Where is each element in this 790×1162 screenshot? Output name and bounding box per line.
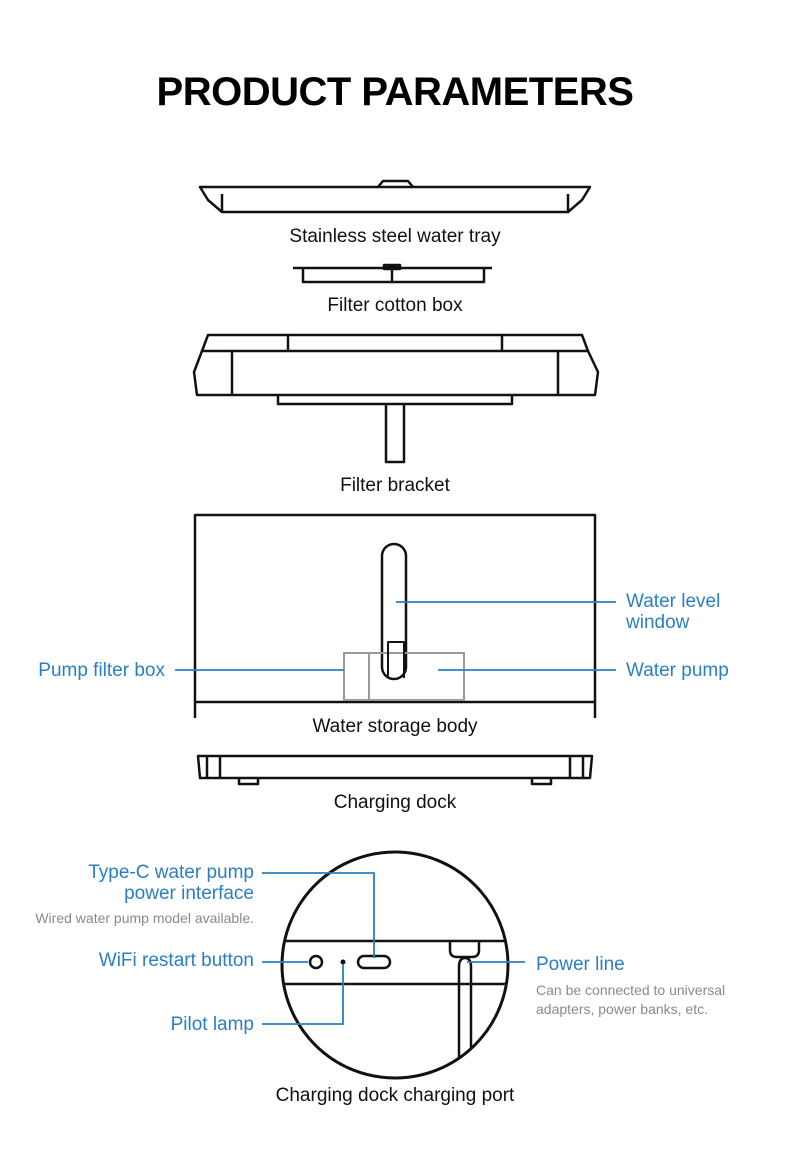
caption-water-storage-body: Water storage body	[312, 716, 478, 737]
caption-charging-dock: Charging dock	[333, 792, 457, 813]
label-typec-line1: Type-C water pump	[88, 862, 254, 883]
label-pump-filter-box: Pump filter box	[38, 660, 165, 681]
label-pilot-lamp: Pilot lamp	[170, 1014, 254, 1035]
label-water-pump: Water pump	[626, 660, 729, 681]
pilot-lamp-dot	[340, 959, 346, 965]
note-power-line-1: Can be connected to universal	[536, 982, 726, 998]
note-power-line-2: adapters, power banks, etc.	[536, 1001, 708, 1017]
water-tray-drawing	[198, 179, 592, 214]
caption-filter-bracket: Filter bracket	[340, 475, 450, 496]
charging-port-detail	[280, 850, 510, 1080]
water-storage-body-drawing	[193, 513, 597, 718]
label-wifi-restart-button: WiFi restart button	[98, 950, 254, 971]
label-power-line: Power line	[536, 954, 625, 975]
caption-water-tray: Stainless steel water tray	[289, 226, 501, 247]
filter-cotton-box-drawing	[293, 263, 492, 284]
charging-dock-drawing	[196, 754, 594, 786]
label-water-level-line2: window	[626, 612, 690, 633]
caption-charging-port: Charging dock charging port	[275, 1085, 515, 1106]
callout-leaders	[175, 601, 616, 1025]
filter-bracket-drawing	[192, 333, 600, 464]
caption-filter-cotton-box: Filter cotton box	[327, 295, 463, 316]
label-water-level-line1: Water level	[626, 591, 721, 612]
page-title: PRODUCT PARAMETERS	[156, 70, 634, 114]
label-typec-line2: power interface	[124, 883, 254, 904]
note-typec: Wired water pump model available.	[35, 910, 254, 926]
